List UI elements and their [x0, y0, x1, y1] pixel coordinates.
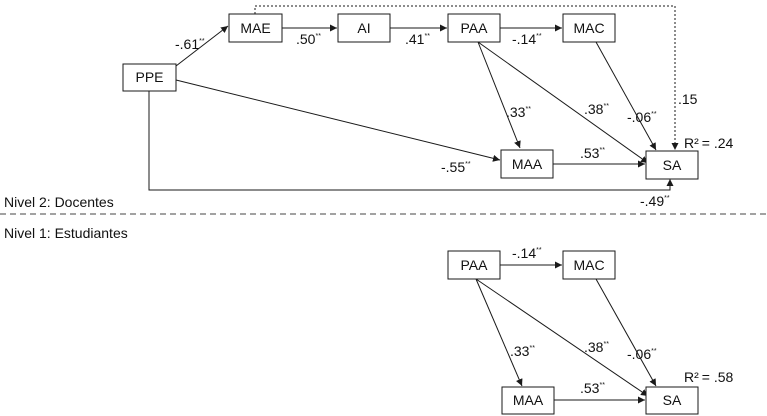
- coef-l2-maa-sa: .53**: [580, 145, 605, 161]
- node-l2-mae: MAE: [228, 13, 283, 43]
- edge-l2-ppe-mae: [175, 25, 229, 67]
- edge-l2-mac-sa: [595, 41, 657, 151]
- coef-l2-paa-sa: .38**: [584, 101, 609, 117]
- edge-l1-mac-sa: [595, 278, 657, 387]
- node-l2-ppe-label: PPE: [135, 69, 163, 85]
- coef-l2-ppe-maa: -.55**: [441, 159, 471, 175]
- node-l2-maa-label: MAA: [512, 156, 543, 172]
- coef-l1-paa-mac: -.14**: [512, 245, 542, 261]
- node-l1-mac-label: MAC: [573, 257, 604, 273]
- level1-label: Nivel 1: Estudiantes: [4, 225, 128, 241]
- node-l1-paa-label: PAA: [461, 257, 489, 273]
- node-l2-mac: MAC: [562, 13, 616, 43]
- coef-l2-paa-maa: .33**: [506, 104, 531, 120]
- edge-l2-paa-sa: [477, 41, 649, 164]
- node-l2-mac-label: MAC: [573, 20, 604, 36]
- node-l2-mae-label: MAE: [240, 20, 270, 36]
- coef-l2-ppe-sa: -.49**: [640, 193, 670, 209]
- edge-l2-paa-maa: [477, 41, 521, 149]
- coef-l1-paa-sa: .38**: [584, 339, 609, 355]
- coef-l1-mac-sa: -.06**: [627, 346, 657, 362]
- node-l2-paa: PAA: [447, 13, 501, 43]
- coef-l2-paa-mac: -.14**: [512, 31, 542, 47]
- coef-l2-ai-paa: .41**: [405, 31, 430, 47]
- node-l1-sa-label: SA: [663, 392, 682, 408]
- node-l2-ai-label: AI: [357, 20, 370, 36]
- coef-l1-maa-sa: .53**: [580, 380, 605, 396]
- node-l2-sa-label: SA: [663, 157, 682, 173]
- coef-l2-mae-sa: .15: [678, 91, 698, 107]
- coef-l2-mae-ai: .50**: [296, 31, 321, 47]
- edge-l1-paa-maa: [475, 278, 523, 387]
- level2-label: Nivel 2: Docentes: [4, 194, 114, 210]
- node-l1-maa-label: MAA: [513, 392, 544, 408]
- node-l2-ai: AI: [337, 13, 391, 43]
- r2-l1: R²= .58: [684, 369, 734, 385]
- node-l2-ppe: PPE: [122, 63, 177, 92]
- node-l2-sa: SA: [645, 150, 699, 180]
- node-l1-mac: MAC: [562, 250, 616, 280]
- node-l2-paa-label: PAA: [461, 20, 489, 36]
- coef-l2-ppe-mae: -.61**: [175, 36, 205, 52]
- edge-l2-ppe-maa: [175, 79, 501, 162]
- node-l1-sa: SA: [645, 386, 699, 415]
- edge-l2-mae-sa: [254, 5, 679, 150]
- coef-l1-paa-maa: .33**: [510, 343, 535, 359]
- node-l1-paa: PAA: [447, 250, 501, 280]
- edge-l2-ppe-sa: [148, 90, 674, 191]
- r2-l2: R²= .24: [684, 135, 734, 151]
- node-l1-maa: MAA: [501, 386, 555, 415]
- node-l2-maa: MAA: [500, 149, 554, 179]
- coef-l2-mac-sa: -.06**: [627, 109, 657, 125]
- edge-l1-paa-sa: [475, 278, 649, 397]
